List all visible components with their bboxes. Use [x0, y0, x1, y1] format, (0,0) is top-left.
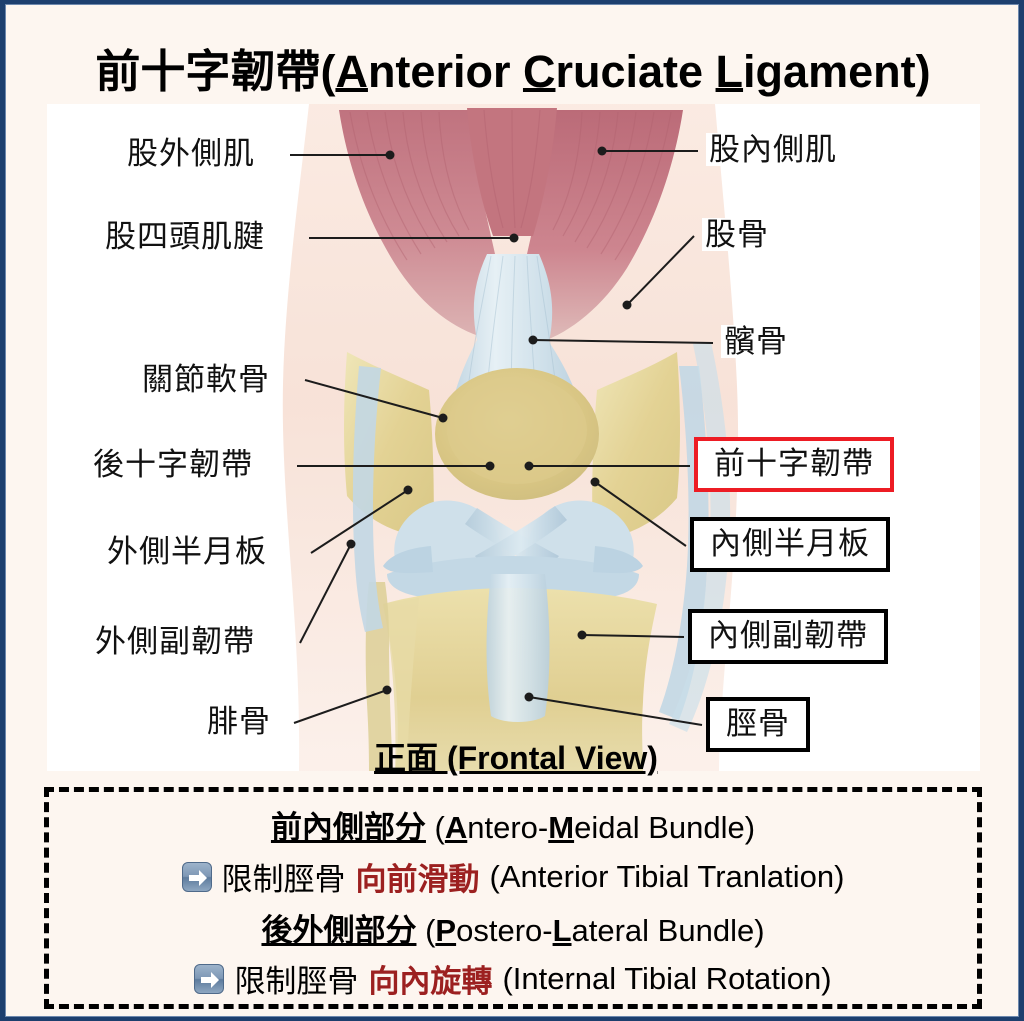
label-box-medial-meniscus: 內側半月板 [690, 517, 890, 572]
page-title: 前十字韌帶(Anterior Cruciate Ligament) [6, 35, 1018, 100]
label-vastus-lateralis: 股外側肌 [124, 137, 258, 170]
label-box-tibia: 脛骨 [706, 697, 810, 752]
postero-lateral-bundle-effect: 限制脛骨向內旋轉 (Internal Tibial Rotation) [49, 956, 977, 1001]
antero-medial-bundle-heading: 前內側部分 (Antero-Meidal Bundle) [49, 802, 977, 847]
effect1-emphasis: 向前滑動 [355, 862, 480, 897]
knee-anatomy-illustration [282, 104, 739, 771]
antero-medial-bundle-en: (Antero-Meidal Bundle) [425, 810, 756, 845]
slide-page: 前十字韌帶(Anterior Cruciate Ligament) [5, 4, 1019, 1017]
postero-lateral-bundle-heading: 後外側部分 (Postero-Lateral Bundle) [49, 905, 977, 950]
label-articular-cartilage: 關節軟骨 [139, 363, 273, 396]
antero-medial-bundle-effect: 限制脛骨向前滑動 (Anterior Tibial Tranlation) [49, 854, 977, 899]
arrow-right-icon [194, 963, 225, 994]
label-fibula: 腓骨 [204, 705, 274, 738]
effect1-post: (Anterior Tibial Tranlation) [489, 858, 845, 894]
effect2-post: (Internal Tibial Rotation) [502, 960, 832, 996]
postero-lateral-bundle-cn: 後外側部分 [261, 913, 417, 948]
label-lateral-meniscus: 外側半月板 [104, 535, 270, 568]
label-box-medial-collateral-ligament: 內側副韌帶 [688, 609, 888, 664]
page-title-en: (Anterior Cruciate Ligament) [320, 46, 931, 97]
effect2-pre: 限制脛骨 [234, 964, 359, 999]
effect1-pre: 限制脛骨 [221, 862, 346, 897]
effect2-emphasis: 向內旋轉 [368, 964, 493, 999]
postero-lateral-bundle-en: (Postero-Lateral Bundle) [416, 913, 765, 948]
label-lateral-collateral-ligament: 外側副韌帶 [92, 625, 258, 658]
label-box-anterior-cruciate-ligament: 前十字韌帶 [694, 437, 894, 492]
bundle-summary-box: 前內側部分 (Antero-Meidal Bundle) 限制脛骨向前滑動(An… [44, 787, 982, 1009]
label-posterior-cruciate-ligament: 後十字韌帶 [90, 448, 256, 481]
label-quadriceps-tendon: 股四頭肌腱 [102, 220, 268, 253]
label-vastus-medialis: 股內側肌 [706, 133, 840, 166]
page-title-cn: 前十字韌帶 [95, 46, 321, 97]
arrow-right-icon [181, 861, 212, 892]
label-femur: 股骨 [702, 218, 772, 251]
label-patella: 髕骨 [721, 325, 791, 358]
antero-medial-bundle-cn: 前內側部分 [270, 810, 426, 845]
frontal-view-caption: 正面 (Frontal View) [374, 740, 658, 776]
